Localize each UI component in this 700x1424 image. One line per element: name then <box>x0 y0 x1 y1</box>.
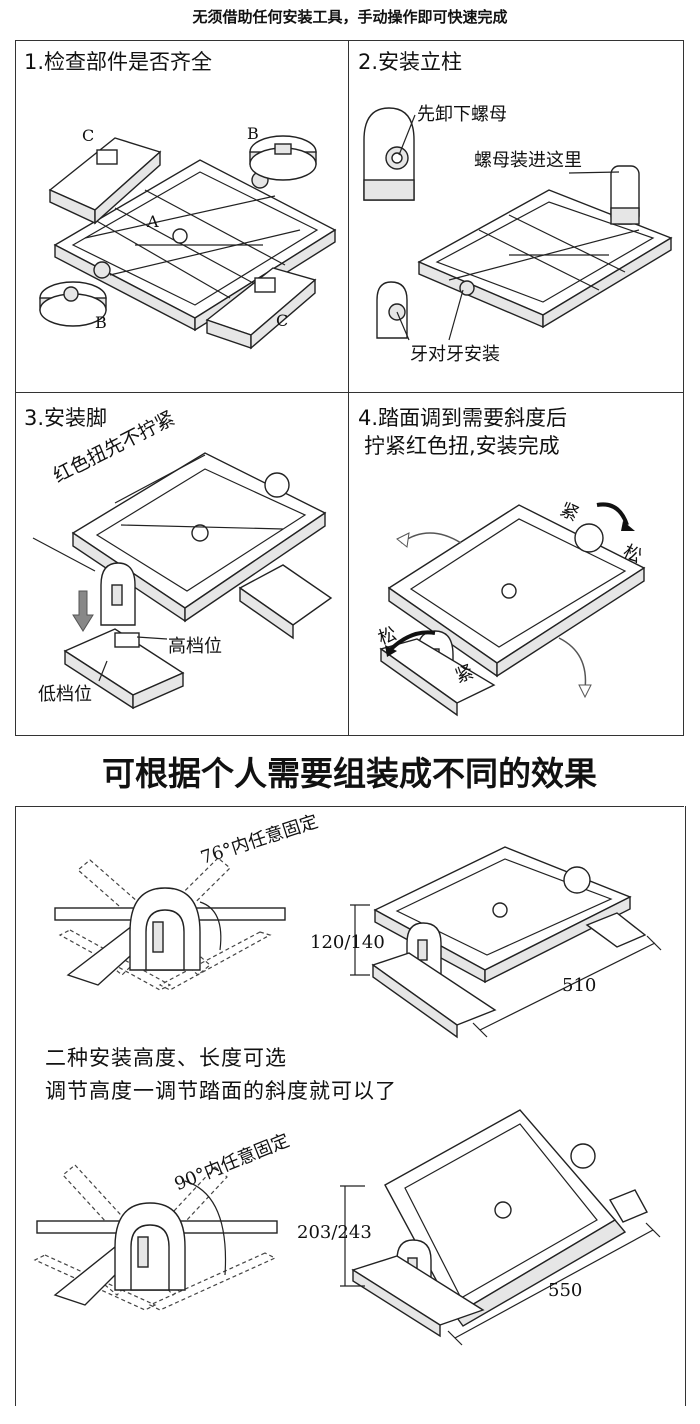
grid-divider-vertical <box>348 40 349 736</box>
label-c-top: C <box>82 126 95 145</box>
leg-right <box>238 472 333 640</box>
frame-part-a <box>417 189 673 329</box>
label-a: A <box>147 212 159 231</box>
panel2-title: 2.安装立柱 <box>358 50 463 74</box>
label-high-gear: 高档位 <box>168 636 222 657</box>
label-teeth-align: 牙对牙安装 <box>410 344 500 365</box>
section-title: 可根据个人需要组装成不同的效果 <box>15 736 684 807</box>
configurations-area <box>15 806 686 1406</box>
instruction-grid <box>15 40 684 736</box>
panel1-title: 1.检查部件是否齐全 <box>24 50 213 74</box>
column-right <box>610 165 640 225</box>
config1-height-label: 120/140 <box>310 932 385 953</box>
label-c-bottom: C <box>276 311 289 330</box>
column-front <box>100 562 136 626</box>
grid-divider-horizontal <box>15 392 684 393</box>
column-back <box>574 523 604 553</box>
config2-length-label: 550 <box>548 1280 583 1301</box>
label-low-gear: 低档位 <box>38 684 92 705</box>
config2-height-label: 203/243 <box>297 1222 372 1243</box>
leg-part-c-left <box>48 137 162 225</box>
leg-front <box>379 638 496 717</box>
cap-part-b-bottom <box>39 281 107 327</box>
cap-part-b-top <box>249 135 317 181</box>
header-text: 无须借助任何安装工具，手动操作即可快速完成 <box>192 8 508 26</box>
arrow-down-icon <box>72 590 94 632</box>
panel3-title: 3.安装脚 <box>24 406 108 430</box>
panel4-title-line2: 拧紧红色扭,安装完成 <box>364 434 560 458</box>
panel2-column-illustration <box>363 107 673 341</box>
column-lower <box>376 281 408 339</box>
label-b-bottom: B <box>95 313 107 332</box>
panel3-foot-illustration <box>32 452 333 710</box>
note-line-1: 二种安装高度、长度可选 <box>45 1046 287 1070</box>
panel4-title-line1: 4.踏面调到需要斜度后 <box>358 406 568 430</box>
panel4-adjust-illustration <box>379 502 646 717</box>
label-unscrew-nut: 先卸下螺母 <box>417 104 507 125</box>
leg-part-c-right <box>205 267 317 350</box>
panel1-parts-illustration <box>39 135 337 350</box>
label-nut-here: 螺母装进这里 <box>474 150 582 171</box>
rotate-arrow-icon <box>385 502 635 699</box>
note-line-2: 调节高度一调节踏面的斜度就可以了 <box>45 1079 397 1103</box>
config1-side-view <box>54 857 286 991</box>
label-b-top: B <box>247 124 259 143</box>
config1-footrest-view <box>350 846 662 1039</box>
config1-length-label: 510 <box>562 975 597 996</box>
config2-side-view <box>33 1164 278 1311</box>
column-with-nut <box>363 107 415 201</box>
config2-footrest-view <box>340 1109 661 1346</box>
